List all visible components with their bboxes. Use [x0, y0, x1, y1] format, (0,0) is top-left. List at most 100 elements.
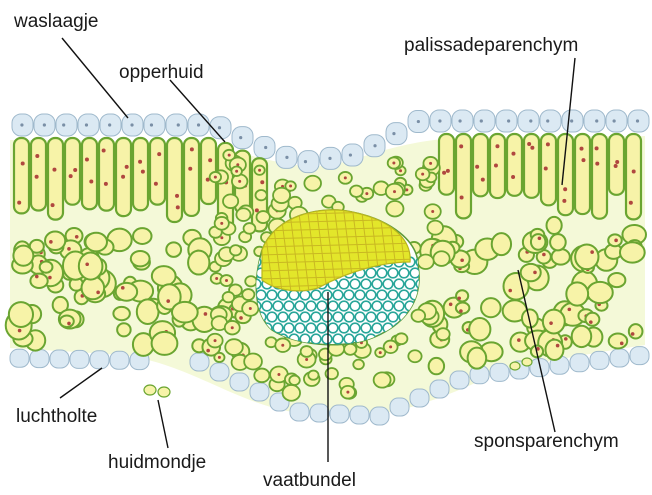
- phloem-cell: [306, 301, 316, 311]
- epidermis-nucleus: [392, 132, 395, 135]
- phloem-cell: [322, 312, 332, 322]
- epidermis-nucleus: [177, 123, 180, 126]
- cell-nucleus: [85, 157, 89, 161]
- epidermis-nucleus: [349, 153, 352, 156]
- cell-nucleus: [67, 247, 71, 251]
- phloem-cell: [333, 312, 343, 322]
- cell-nucleus: [281, 344, 284, 347]
- epidermis-nucleus: [43, 123, 46, 126]
- phloem-cell: [366, 312, 376, 322]
- cell-nucleus: [614, 239, 618, 243]
- epidermis-cell: [342, 144, 363, 166]
- palisade-cell: [133, 138, 148, 210]
- phloem-cell: [377, 268, 387, 278]
- cell-nucleus: [459, 144, 463, 148]
- cell-nucleus: [166, 299, 170, 303]
- phloem-cell: [361, 279, 371, 289]
- bundle-sheath-cell: [408, 350, 421, 362]
- phloem-cell: [377, 290, 387, 300]
- phloem-cell: [366, 290, 376, 300]
- phloem-cell: [300, 312, 310, 322]
- epidermis-cell: [110, 351, 129, 369]
- phloem-cell: [295, 323, 305, 333]
- spongy-cell: [429, 358, 444, 374]
- spongy-cell: [131, 251, 150, 266]
- spongy-cell: [13, 246, 33, 266]
- spongy-cell: [152, 266, 176, 286]
- epidermis-cell: [232, 127, 253, 149]
- epidermis-cell: [290, 403, 309, 421]
- palisade-cell: [99, 138, 114, 211]
- cell-nucleus: [399, 169, 402, 172]
- label-luchtholte: luchtholte: [16, 406, 97, 427]
- spongy-cell: [545, 340, 563, 360]
- epidermis-nucleus: [85, 123, 88, 126]
- cell-nucleus: [52, 168, 56, 172]
- cell-nucleus: [138, 160, 142, 164]
- epidermis-nucleus: [62, 123, 65, 126]
- cell-nucleus: [379, 351, 382, 354]
- label-huidmondje: huidmondje: [108, 452, 206, 473]
- epidermis-cell: [584, 110, 605, 132]
- phloem-cell: [306, 323, 316, 333]
- cell-nucleus: [220, 222, 223, 225]
- palisade-cell: [439, 134, 454, 195]
- epidermis-nucleus: [197, 123, 200, 126]
- palisade-cell: [473, 134, 488, 196]
- phloem-cell: [399, 290, 409, 300]
- spongy-cell: [585, 313, 599, 326]
- phloem-cell: [278, 290, 288, 300]
- phloem-cell: [328, 323, 338, 333]
- bundle-sheath-cell: [353, 360, 364, 370]
- cell-nucleus: [549, 321, 553, 325]
- cell-nucleus: [442, 171, 446, 175]
- phloem-cell: [273, 323, 283, 333]
- cell-nucleus: [580, 147, 584, 151]
- phloem-cell: [317, 301, 327, 311]
- bundle-sheath-cell: [418, 254, 434, 268]
- epidermis-cell: [410, 389, 429, 407]
- cell-nucleus: [589, 320, 593, 324]
- cell-nucleus: [73, 168, 77, 172]
- epidermis-nucleus: [285, 156, 288, 159]
- spongy-cell: [456, 302, 469, 313]
- spongy-cell: [30, 274, 47, 288]
- epidermis-nucleus: [373, 144, 376, 147]
- cell-nucleus: [393, 190, 396, 193]
- spongy-cell: [531, 234, 546, 250]
- spongy-cell: [117, 323, 130, 336]
- epidermis-nucleus: [304, 160, 307, 163]
- epidermis-cell: [540, 110, 561, 132]
- cell-nucleus: [215, 277, 218, 280]
- phloem-cell: [383, 301, 393, 311]
- spongy-cell: [552, 249, 570, 265]
- cell-nucleus: [615, 160, 619, 164]
- epidermis-cell: [496, 110, 517, 132]
- epidermis-nucleus: [239, 136, 242, 139]
- cell-nucleus: [556, 344, 560, 348]
- epidermis-nucleus: [438, 119, 441, 122]
- cell-nucleus: [511, 152, 515, 156]
- epidermis-nucleus: [218, 126, 221, 129]
- cell-nucleus: [431, 210, 434, 213]
- phloem-cell: [361, 301, 371, 311]
- phloem-cell: [344, 312, 354, 322]
- cell-nucleus: [49, 240, 53, 244]
- cell-nucleus: [141, 170, 145, 174]
- bundle-sheath-cell: [255, 190, 266, 200]
- cell-nucleus: [35, 154, 39, 158]
- epidermis-cell: [370, 407, 389, 425]
- cell-nucleus: [67, 322, 71, 326]
- palisade-cell: [592, 134, 607, 219]
- label-vaatbundel: vaatbundel: [263, 470, 356, 491]
- epidermis-nucleus: [613, 119, 616, 122]
- spongy-cell: [609, 334, 627, 349]
- phloem-cell: [388, 268, 398, 278]
- spongy-cell: [133, 228, 151, 244]
- bundle-sheath-cell: [225, 339, 243, 355]
- cell-nucleus: [35, 275, 39, 279]
- spongy-cell: [45, 232, 65, 251]
- epidermis-nucleus: [507, 119, 510, 122]
- bundle-sheath-cell: [223, 194, 238, 208]
- cell-nucleus: [75, 235, 79, 239]
